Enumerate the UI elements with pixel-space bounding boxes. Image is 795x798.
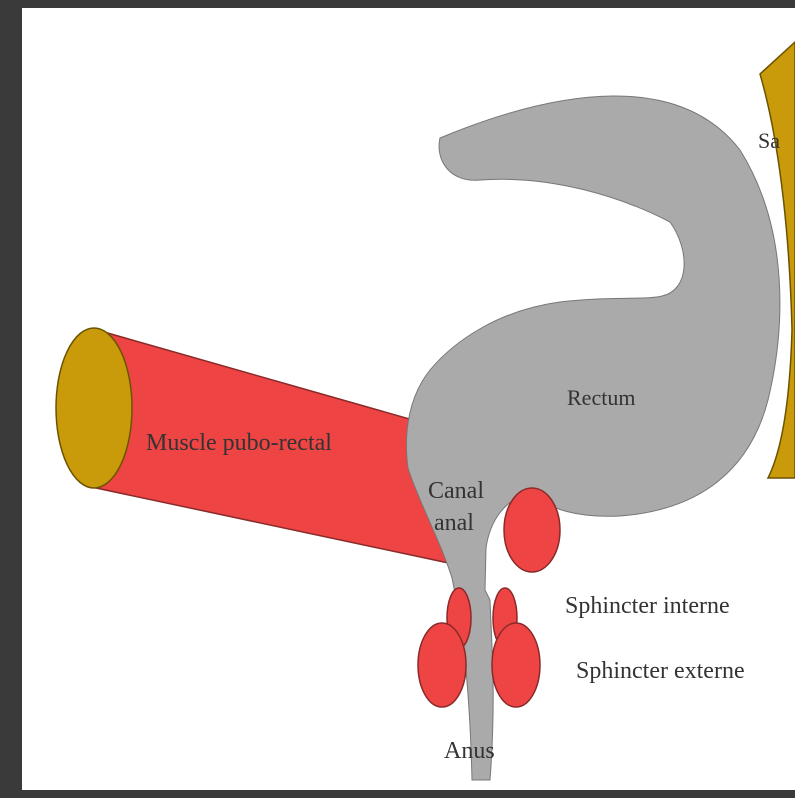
label-rectum: Rectum xyxy=(567,385,635,410)
label-sphincter-interne: Sphincter interne xyxy=(565,593,730,619)
label-sacrum: Sa xyxy=(758,128,780,153)
label-sphincter-externe: Sphincter externe xyxy=(576,658,745,684)
label-anus: Anus xyxy=(444,738,495,764)
pubo-rectal-lobe xyxy=(504,488,560,572)
sphincter-externe-left xyxy=(418,623,466,707)
label-muscle-pubo-rectal: Muscle pubo-rectal xyxy=(146,430,332,456)
muscle-end-shape xyxy=(56,328,132,488)
label-canal: Canal xyxy=(428,478,484,504)
sphincter-externe-right xyxy=(492,623,540,707)
label-anal: anal xyxy=(434,510,474,536)
